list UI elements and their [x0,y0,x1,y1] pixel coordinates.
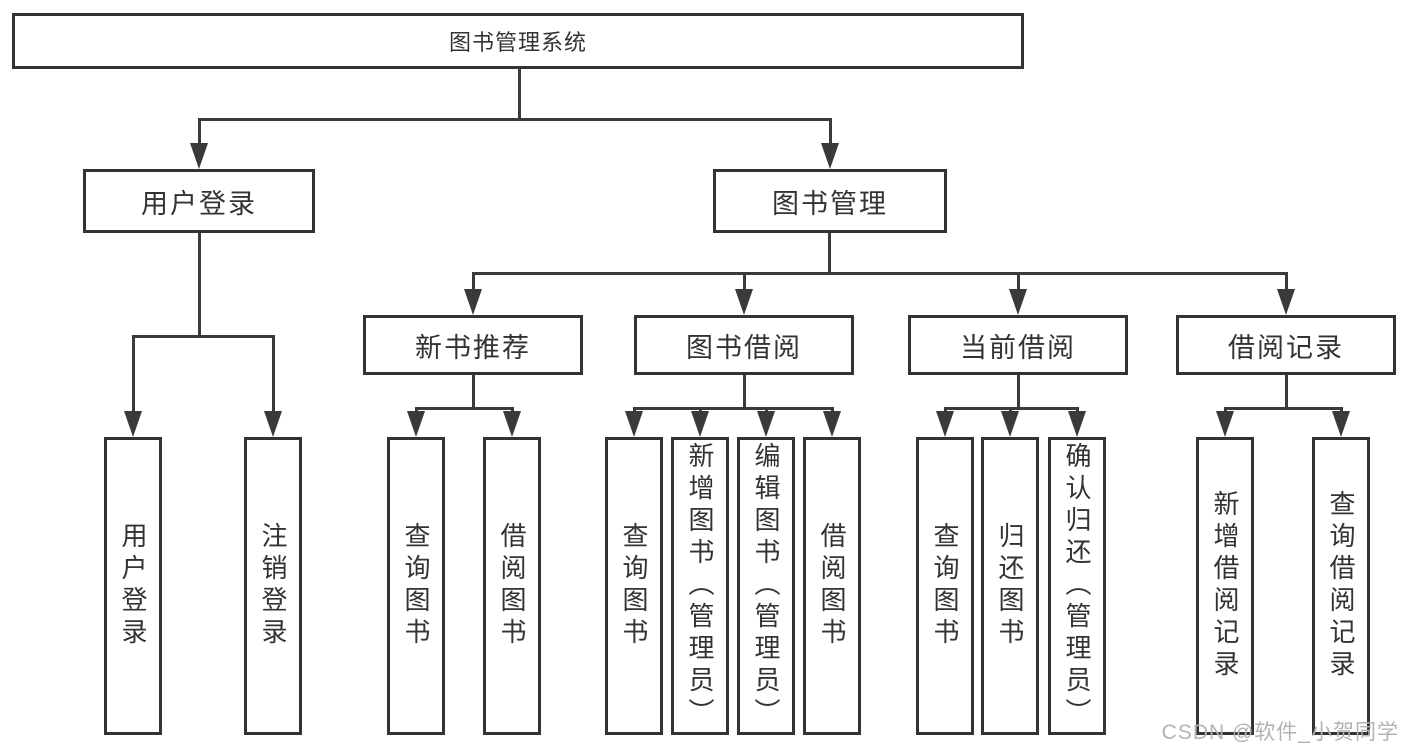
arrowhead-down-icon [1009,289,1027,315]
arrowhead-down-icon [757,411,775,437]
leaf-add-borrow-record: 新增借阅记录 [1196,437,1254,735]
connector-line [743,272,746,292]
connector-line [1224,407,1343,410]
arrowhead-down-icon [936,411,954,437]
leaf-confirm-return-admin: 确认归还（管理员） [1048,437,1106,735]
arrowhead-down-icon [691,411,709,437]
csdn-watermark: CSDN @软件_小贺同学 [1161,721,1399,744]
leaf-label: 查询图书 [930,522,960,650]
connector-line [828,233,831,274]
arrowhead-down-icon [821,143,839,169]
leaf-label: 借阅图书 [497,522,527,650]
leaf-borrow-books: 借阅图书 [803,437,861,735]
node-borrow-record: 借阅记录 [1176,315,1396,375]
leaf-label: 确认归还（管理员） [1062,442,1092,730]
connector-line [132,335,135,414]
leaf-label: 新增借阅记录 [1210,490,1240,682]
connector-line [132,335,275,338]
arrowhead-down-icon [124,411,142,437]
connector-line [518,68,521,120]
connector-line [472,272,1288,275]
leaf-return-books: 归还图书 [981,437,1039,735]
leaf-label: 编辑图书（管理员） [751,442,781,730]
leaf-borrow-books-recommend: 借阅图书 [483,437,541,735]
node-label: 图书管理 [772,188,888,219]
arrowhead-down-icon [407,411,425,437]
connector-line [1285,375,1288,409]
leaf-label: 归还图书 [995,522,1025,650]
arrowhead-down-icon [735,289,753,315]
leaf-logout: 注销登录 [244,437,302,735]
arrowhead-down-icon [464,289,482,315]
leaf-label: 用户登录 [118,522,148,650]
connector-line [198,118,201,146]
leaf-label: 借阅图书 [817,522,847,650]
leaf-label: 查询借阅记录 [1326,490,1356,682]
node-label: 借阅记录 [1228,332,1344,363]
arrowhead-down-icon [1216,411,1234,437]
node-user-login: 用户登录 [83,169,315,233]
connector-line [198,233,201,337]
leaf-query-books-recommend: 查询图书 [387,437,445,735]
node-book-borrow: 图书借阅 [634,315,854,375]
leaf-label: 查询图书 [619,522,649,650]
node-current-borrow: 当前借阅 [908,315,1128,375]
leaf-add-books-admin: 新增图书（管理员） [671,437,729,735]
leaf-label: 注销登录 [258,522,288,650]
leaf-edit-books-admin: 编辑图书（管理员） [737,437,795,735]
node-label: 图书管理系统 [448,30,587,55]
arrowhead-down-icon [1277,289,1295,315]
arrowhead-down-icon [823,411,841,437]
node-label: 用户登录 [141,188,257,219]
connector-line [415,407,514,410]
node-book-management: 图书管理 [713,169,947,233]
arrowhead-down-icon [1068,411,1086,437]
node-library-management-system: 图书管理系统 [12,13,1024,69]
leaf-label: 新增图书（管理员） [685,442,715,730]
connector-line [829,118,832,146]
connector-line [472,272,475,292]
connector-line [198,118,832,121]
leaf-query-books-borrow: 查询图书 [605,437,663,735]
arrowhead-down-icon [1332,411,1350,437]
connector-line [633,407,834,410]
connector-line [743,375,746,409]
arrowhead-down-icon [625,411,643,437]
arrowhead-down-icon [503,411,521,437]
arrowhead-down-icon [264,411,282,437]
arrowhead-down-icon [190,143,208,169]
leaf-query-books-current: 查询图书 [916,437,974,735]
connector-line [1017,375,1020,409]
node-label: 当前借阅 [960,332,1076,363]
leaf-query-borrow-record: 查询借阅记录 [1312,437,1370,735]
connector-line [1285,272,1288,292]
connector-line [1017,272,1020,292]
node-new-book-recommend: 新书推荐 [363,315,583,375]
leaf-user-login: 用户登录 [104,437,162,735]
connector-line [472,375,475,409]
node-label: 图书借阅 [686,332,802,363]
arrowhead-down-icon [1001,411,1019,437]
node-label: 新书推荐 [415,332,531,363]
connector-line [272,335,275,414]
leaf-label: 查询图书 [401,522,431,650]
